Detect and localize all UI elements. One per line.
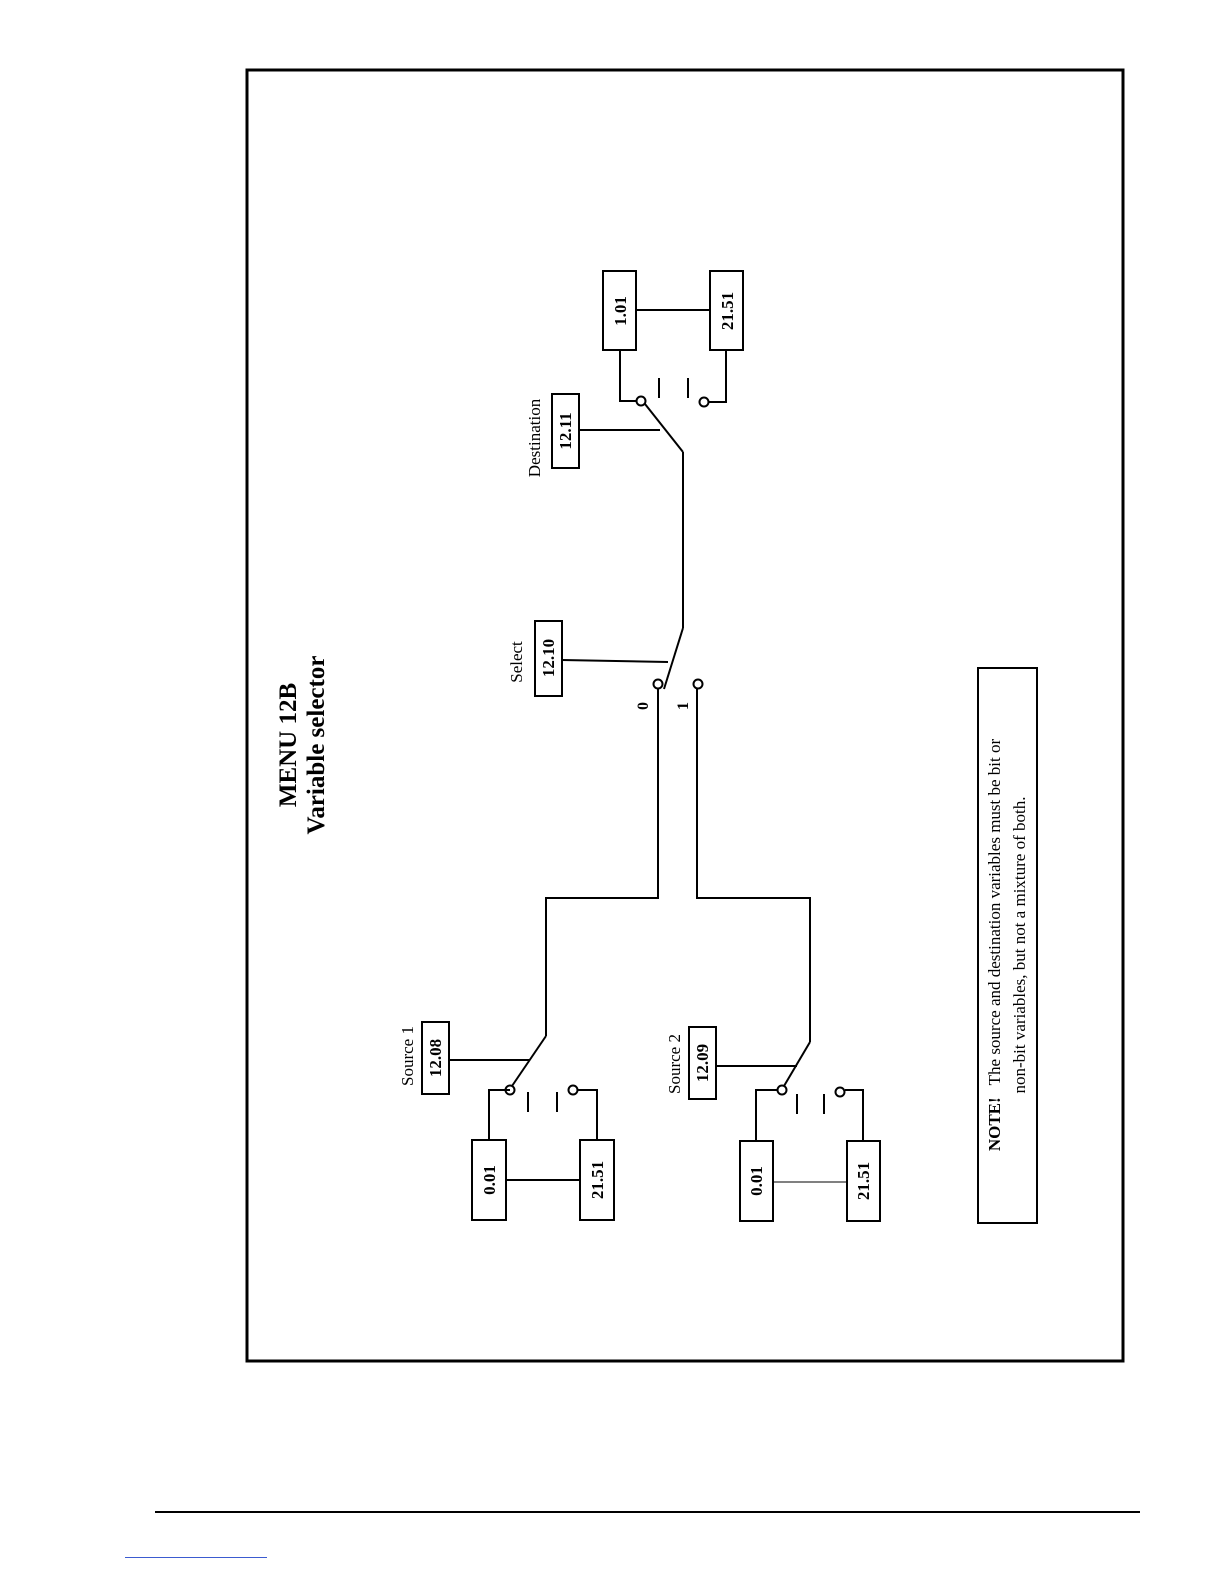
title-block: MENU 12B Variable selector — [275, 656, 330, 835]
destination-label: Destination — [525, 398, 544, 477]
destination-min-lead — [620, 350, 636, 401]
title-line2: Variable selector — [303, 656, 330, 835]
select-label: Select — [507, 641, 526, 683]
diagram-frame — [247, 70, 1123, 1361]
source2-switch-blade — [784, 1042, 810, 1086]
destination-group — [552, 271, 743, 468]
note-text: NOTE! The source and destination variabl… — [985, 739, 1029, 1152]
title-line1: MENU 12B — [275, 683, 302, 807]
destination-max-value: 21.51 — [718, 292, 737, 330]
source1-group — [422, 688, 658, 1220]
source2-min-value: 0.01 — [747, 1166, 766, 1196]
source1-param-value: 12.08 — [426, 1039, 445, 1077]
select-switch-blade — [664, 628, 683, 689]
source1-output-wire — [546, 688, 658, 1036]
destination-max-lead — [709, 350, 726, 402]
destination-switch-blade — [645, 404, 683, 452]
select-pos1-label: 1 — [675, 702, 692, 710]
source2-contact-a — [778, 1086, 787, 1095]
source1-label: Source 1 — [398, 1026, 417, 1086]
destination-contact-a — [637, 397, 646, 406]
note-line2: non-bit variables, but not a mixture of … — [1010, 797, 1029, 1094]
select-param-value: 12.10 — [539, 639, 558, 677]
source1-min-value: 0.01 — [480, 1165, 499, 1195]
select-pos0-label: 0 — [635, 702, 652, 710]
source2-min-lead — [756, 1090, 778, 1141]
note-prefix: NOTE! — [985, 1097, 1004, 1151]
source1-max-value: 21.51 — [588, 1161, 607, 1199]
source2-param-value: 12.09 — [693, 1044, 712, 1082]
select-contact-1 — [694, 680, 703, 689]
source2-max-lead — [845, 1090, 863, 1141]
footer-link-underline — [125, 1557, 267, 1558]
source2-contact-b — [836, 1088, 845, 1097]
source2-text: 0.01 21.51 12.09 Source 2 — [665, 1034, 873, 1200]
select-group — [535, 452, 703, 696]
destination-param-value: 12.11 — [556, 412, 575, 449]
source2-max-value: 21.51 — [854, 1162, 873, 1200]
destination-text: 1.01 21.51 12.11 Destination — [525, 292, 737, 477]
note-line1: NOTE! The source and destination variabl… — [985, 739, 1004, 1152]
select-contact-0 — [654, 680, 663, 689]
destination-min-value: 1.01 — [611, 296, 630, 326]
source1-text: 0.01 21.51 12.08 Source 1 — [398, 1026, 607, 1199]
footer-rule — [155, 1511, 1140, 1513]
note-line1-text: The source and destination variables mus… — [985, 739, 1004, 1086]
select-param-lead — [562, 660, 668, 662]
source1-contact-b — [569, 1086, 578, 1095]
destination-contact-b — [700, 398, 709, 407]
source1-min-lead — [489, 1090, 510, 1140]
source2-output-wire — [697, 688, 810, 1042]
source1-max-lead — [578, 1090, 597, 1140]
source2-label: Source 2 — [665, 1034, 684, 1094]
source2-group — [689, 688, 880, 1221]
